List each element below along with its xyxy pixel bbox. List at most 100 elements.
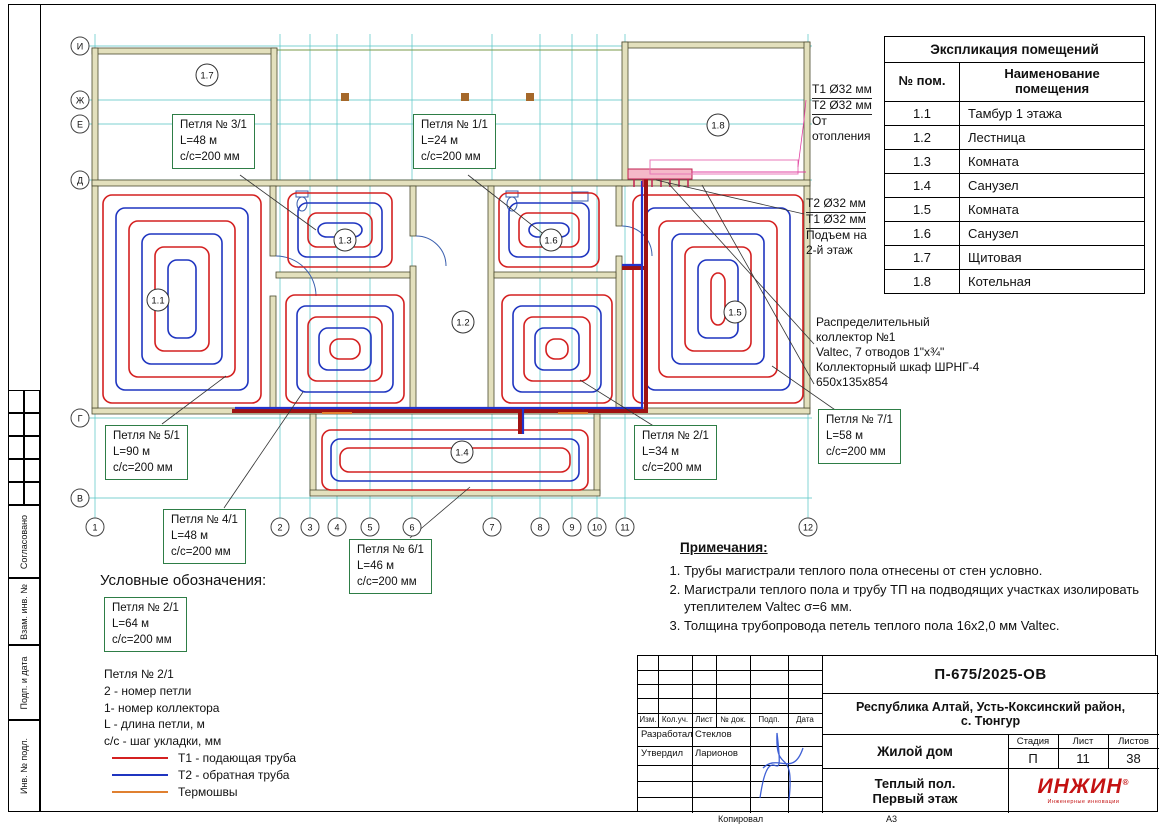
loop-title: Петля № 6/1 — [357, 544, 424, 556]
loop-len: L=46 м — [357, 560, 395, 573]
tb-header-col: Изм. — [639, 715, 657, 724]
supply-mains — [232, 178, 648, 434]
notes-block: Примечания: Трубы магистрали теплого пол… — [648, 540, 1142, 637]
axis-col-1: 1 — [92, 523, 97, 533]
approval-grid — [8, 390, 40, 505]
loop-step: с/с=200 мм — [113, 462, 173, 475]
tb-hline — [822, 693, 1159, 694]
room-name: Санузел — [959, 172, 1145, 198]
loop-step: с/с=200 мм — [112, 634, 172, 647]
room-name: Санузел — [959, 220, 1145, 246]
tb-vline — [716, 656, 717, 727]
room-number: 1.4 — [884, 172, 960, 198]
annotation-t1-top: Т1 Ø32 мм — [812, 82, 872, 99]
notes-title: Примечания: — [680, 540, 768, 555]
loop-title: Петля № 3/1 — [180, 119, 247, 131]
structural-columns — [341, 93, 534, 101]
tb-hline — [638, 698, 822, 699]
tb-hline — [638, 781, 822, 782]
axis-row-6: В — [77, 494, 83, 504]
side-label-agreed: Согласовано — [8, 505, 40, 578]
side-label-inv: Инв. № подл. — [8, 720, 40, 812]
frame-left-line — [40, 4, 41, 812]
footer-copied: Копировал — [718, 814, 764, 824]
tb-vline — [788, 656, 789, 813]
loop-step: с/с=200 мм — [171, 546, 231, 559]
tb-role-name: Ларионов — [695, 748, 738, 759]
loop-step: с/с=200 мм — [180, 151, 240, 164]
logo-reg-mark: ® — [1122, 778, 1130, 787]
loop-title: Петля № 5/1 — [113, 430, 180, 442]
company-logo: ИНЖИН® Инженерные инновации — [1008, 768, 1159, 813]
side-label-text: Инв. № подл. — [19, 737, 29, 795]
sheets-value: 38 — [1126, 750, 1141, 766]
annotation-from-heating: От отопления — [812, 114, 871, 143]
tb-vline — [658, 656, 659, 727]
axis-col-6: 6 — [409, 523, 414, 533]
legend-explain-line: Петля № 2/1 — [104, 667, 174, 681]
axis-row-2: Ж — [76, 96, 85, 106]
legend-explain-line: L - длина петли, м — [104, 717, 205, 732]
room-tag: 1.4 — [455, 448, 468, 459]
axis-col-12: 12 — [803, 523, 813, 533]
loop-len: L=58 м — [826, 430, 864, 443]
legend-line-row: Термошвы — [112, 783, 296, 800]
legend-line-sample — [112, 790, 168, 793]
loop-step: с/с=200 мм — [826, 446, 886, 459]
plumbing-fixtures — [295, 190, 589, 212]
logo-text: ИНЖИН — [1037, 775, 1123, 798]
legend-line-sample — [112, 756, 168, 759]
loop-title: Петля № 2/1 — [642, 430, 709, 442]
legend-line-row: Т1 - подающая труба — [112, 749, 296, 766]
annotation-t2-top: Т2 Ø32 мм — [812, 98, 872, 115]
room-number: 1.6 — [884, 220, 960, 246]
tb-hline — [638, 684, 822, 685]
loop-step: с/с=200 мм — [421, 151, 481, 164]
room-number: 1.8 — [884, 268, 960, 294]
tb-hline — [638, 746, 822, 747]
tb-vline — [692, 656, 693, 813]
loop-len: L=34 м — [642, 446, 680, 459]
side-label-text: Взам. инв. № — [19, 583, 29, 640]
side-label-vzam: Взам. инв. № — [8, 578, 40, 645]
axis-col-3: 3 — [307, 523, 312, 533]
axis-row-5: Г — [78, 414, 83, 424]
tb-hline — [638, 765, 822, 766]
loop-len: L=24 м — [421, 135, 459, 148]
annotation-t2-mid: Т2 Ø32 мм — [806, 196, 866, 213]
side-label-text: Согласовано — [19, 514, 29, 569]
axis-col-11: 11 — [620, 523, 629, 533]
room-tag: 1.2 — [456, 318, 469, 329]
axis-col-9: 9 — [569, 523, 574, 533]
note-item: Толщина трубопровода петель теплого пола… — [684, 618, 1142, 634]
stage-label: Стадия — [1016, 735, 1050, 747]
leader-lines — [161, 174, 865, 539]
tb-vline — [1058, 734, 1059, 768]
tb-header-col: Кол.уч. — [661, 715, 689, 724]
explication-title: Экспликация помещений — [884, 36, 1145, 63]
loop-title: Петля № 2/1 — [112, 602, 179, 614]
loop-title: Петля № 1/1 — [421, 119, 488, 131]
room-tag: 1.5 — [728, 308, 741, 319]
room-number: 1.5 — [884, 196, 960, 222]
loop-len: L=90 м — [113, 446, 151, 459]
room-tag: 1.6 — [544, 236, 557, 247]
sheet-label: Лист — [1072, 735, 1094, 747]
legend-explain-line: с/с - шаг укладки, мм — [104, 734, 222, 749]
project-location: Республика Алтай, Усть-Коксинский район,… — [855, 699, 1126, 728]
loop-len: L=48 м — [171, 530, 209, 543]
note-item: Трубы магистрали теплого пола отнесены о… — [684, 563, 1142, 579]
tb-hline — [822, 734, 1159, 735]
